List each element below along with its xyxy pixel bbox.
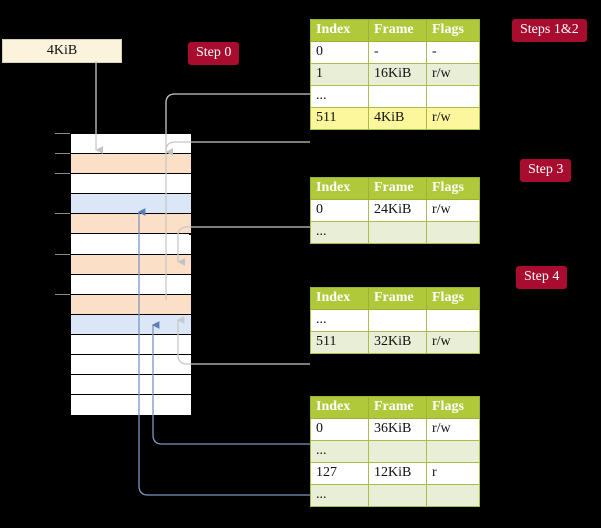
table-cell-index: 1 — [310, 63, 369, 86]
column-header-frame: Frame — [368, 19, 427, 42]
table-cell-flags: r/w — [426, 107, 480, 130]
column-header-flags: Flags — [426, 177, 480, 200]
table-cell-frame — [368, 309, 427, 332]
memory-tick — [55, 153, 70, 155]
memory-frame-row — [71, 274, 191, 295]
source-frame-box: 4KiB — [2, 39, 122, 63]
badge-step-0: Step 0 — [188, 42, 240, 65]
memory-frame-row — [71, 395, 191, 416]
memory-frame-row — [71, 154, 191, 175]
table-cell-index: 0 — [310, 199, 369, 222]
table-cell-flags: r/w — [426, 331, 480, 354]
table-cell-index: ... — [310, 221, 369, 244]
column-header-index: Index — [310, 177, 369, 200]
memory-tick — [55, 253, 70, 255]
memory-frame-row — [71, 335, 191, 356]
memory-frame-row — [71, 174, 191, 195]
memory-tick — [55, 293, 70, 295]
column-header-flags: Flags — [426, 396, 480, 419]
table-cell-index: ... — [310, 309, 369, 332]
table-cell-index: 0 — [310, 41, 369, 64]
table-cell-flags: r — [426, 462, 480, 485]
table-cell-flags — [426, 85, 480, 108]
column-header-flags: Flags — [426, 19, 480, 42]
memory-frame-row — [71, 134, 191, 155]
table-row[interactable]: ... — [310, 484, 480, 507]
table-cell-frame — [368, 440, 427, 463]
memory-frame-row — [71, 234, 191, 255]
table-cell-index: 127 — [310, 462, 369, 485]
table-cell-frame — [368, 85, 427, 108]
table-cell-flags — [426, 309, 480, 332]
table-cell-frame — [368, 484, 427, 507]
badge-step-3: Step 3 — [520, 159, 572, 182]
memory-frame-row — [71, 294, 191, 315]
table-cell-flags: - — [426, 41, 480, 64]
table-cell-frame: 32KiB — [368, 331, 427, 354]
column-header-index: Index — [310, 287, 369, 310]
badge-steps-1-2: Steps 1&2 — [512, 19, 587, 42]
wire-table2-row0-in — [177, 226, 310, 266]
memory-tick — [55, 213, 70, 215]
table-cell-flags: r/w — [426, 418, 480, 441]
table-row[interactable]: ... — [310, 221, 480, 244]
memory-tick — [55, 173, 70, 175]
badge-step-4: Step 4 — [516, 266, 568, 289]
memory-tick — [55, 133, 70, 134]
table-cell-frame: - — [368, 41, 427, 64]
table-cell-frame: 12KiB — [368, 462, 427, 485]
table-cell-index: 0 — [310, 418, 369, 441]
table-row[interactable]: 0-- — [310, 41, 480, 64]
table-row[interactable]: ... — [310, 440, 480, 463]
memory-frame-row — [71, 314, 191, 335]
table-cell-frame: 16KiB — [368, 63, 427, 86]
physical-memory-column — [70, 133, 191, 416]
column-header-frame: Frame — [368, 396, 427, 419]
table-cell-frame: 24KiB — [368, 199, 427, 222]
table-cell-index: 511 — [310, 107, 369, 130]
table-cell-index: ... — [310, 440, 369, 463]
memory-frame-row — [71, 254, 191, 275]
table-cell-index: ... — [310, 85, 369, 108]
column-header-frame: Frame — [368, 177, 427, 200]
column-header-index: Index — [310, 19, 369, 42]
wire-table3-row511-in — [176, 316, 310, 365]
memory-frame-row — [71, 194, 191, 215]
memory-frame-row — [71, 375, 191, 396]
table-cell-flags: r/w — [426, 199, 480, 222]
table-cell-frame — [368, 221, 427, 244]
column-header-index: Index — [310, 396, 369, 419]
table-row[interactable]: ... — [310, 85, 480, 108]
table-cell-frame: 4KiB — [368, 107, 427, 130]
memory-frame-row — [71, 355, 191, 376]
table-cell-flags — [426, 440, 480, 463]
table-cell-frame: 36KiB — [368, 418, 427, 441]
source-frame-label: 4KiB — [46, 43, 78, 58]
column-header-flags: Flags — [426, 287, 480, 310]
table-row[interactable]: ... — [310, 309, 480, 332]
table-cell-index: 511 — [310, 331, 369, 354]
memory-frame-row — [71, 214, 191, 235]
table-cell-flags — [426, 221, 480, 244]
table-cell-flags: r/w — [426, 63, 480, 86]
table-cell-index: ... — [310, 484, 369, 507]
column-header-frame: Frame — [368, 287, 427, 310]
table-cell-flags — [426, 484, 480, 507]
